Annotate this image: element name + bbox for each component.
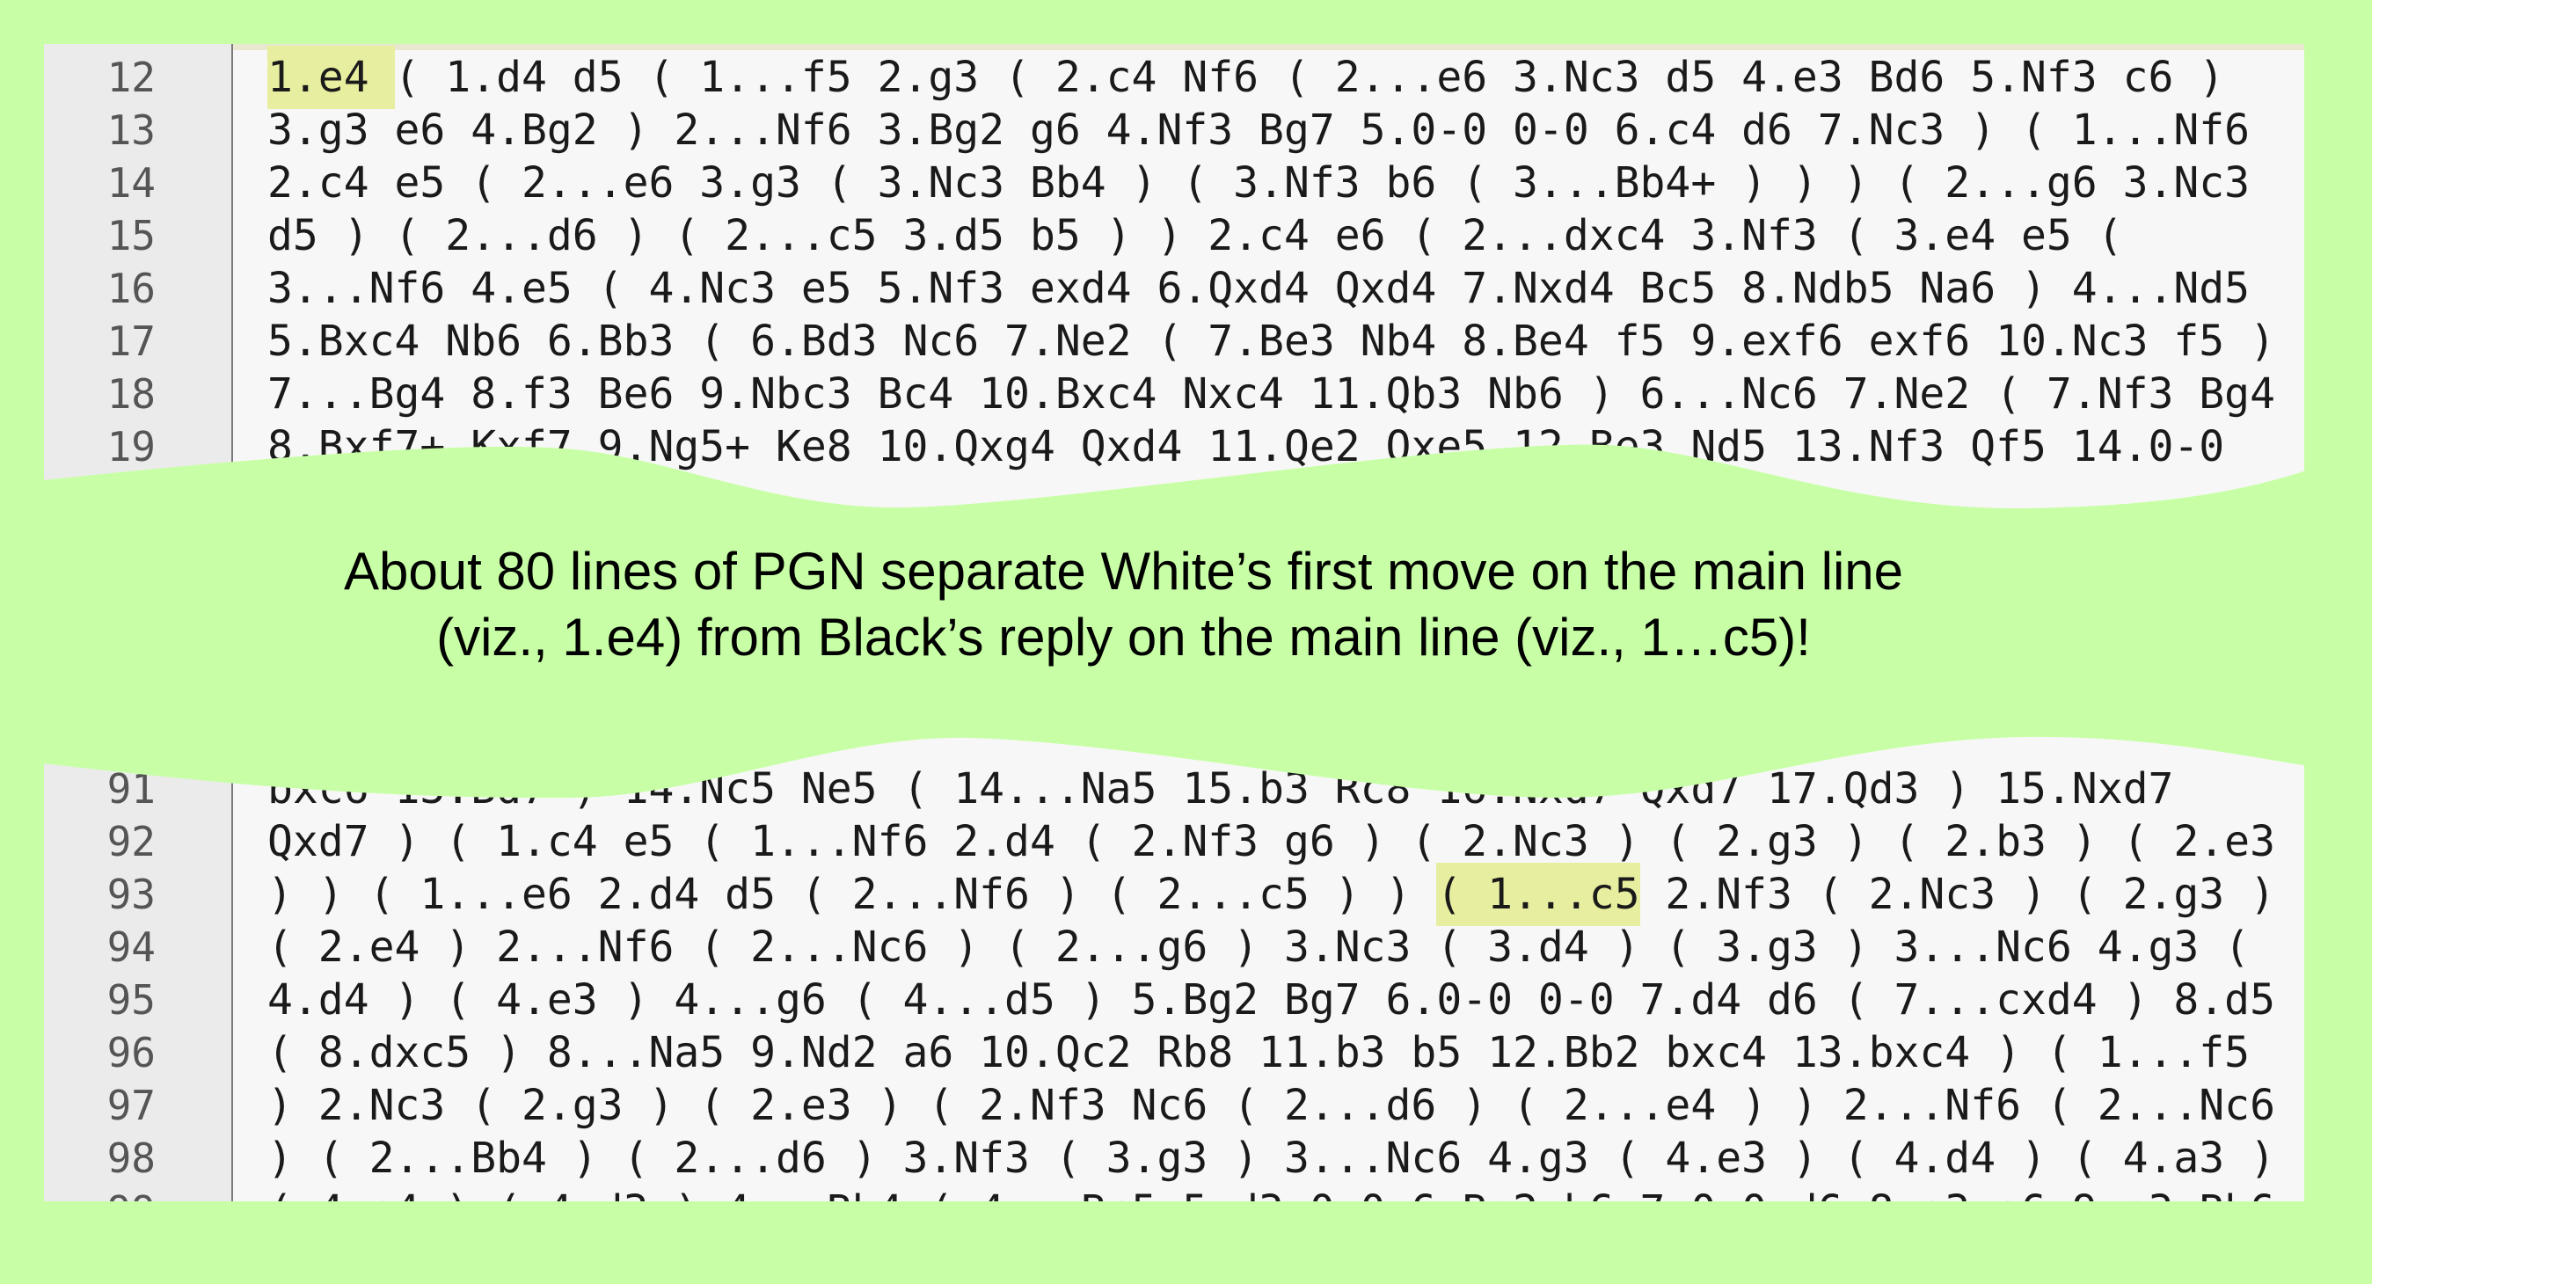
line-number: 13 bbox=[106, 106, 156, 154]
caption-line-2: (viz., 1.e4) from Black’s reply on the m… bbox=[436, 608, 1811, 667]
move-text: ) 2.Nc3 ( 2.g3 ) ( 2.e3 ) ( 2.Nf3 Nc6 ( … bbox=[267, 1081, 2275, 1130]
highlighted-move: ( 1...c5 bbox=[1436, 863, 1640, 926]
code-line[interactable]: 99 ( 4.e4 ) ( 4.d3 ) 4...Bb4 ( 4...Bc5 5.… bbox=[44, 1185, 2304, 1201]
move-text: Qxd7 ) ( 1.c4 e5 ( 1...Nf6 2.d4 ( 2.Nf3 … bbox=[267, 817, 2275, 866]
move-text: ) ( 2...Bb4 ) ( 2...d6 ) 3.Nf3 ( 3.g3 ) … bbox=[267, 1134, 2275, 1183]
wavy-cut-overlay bbox=[0, 0, 2372, 1284]
line-number: 12 bbox=[106, 54, 156, 101]
line-number: 18 bbox=[106, 370, 156, 418]
code-line[interactable]: 92 Qxd7 ) ( 1.c4 e5 ( 1...Nf6 2.d4 ( 2.Nf… bbox=[44, 815, 2304, 868]
line-number-gutter bbox=[44, 44, 233, 536]
code-line[interactable]: 17 5.Bxc4 Nb6 6.Bb3 ( 6.Bd3 Nc6 7.Ne2 ( 7… bbox=[44, 315, 2304, 368]
code-line[interactable]: 96 ( 8.dxc5 ) 8...Na5 9.Nd2 a6 10.Qc2 Rb8… bbox=[44, 1026, 2304, 1079]
move-text: ( 2.e4 ) 2...Nf6 ( 2...Nc6 ) ( 2...g6 ) … bbox=[267, 923, 2251, 972]
move-text: 4.d4 ) ( 4.e3 ) 4...g6 ( 4...d5 ) 5.Bg2 … bbox=[267, 975, 2275, 1025]
move-text: 2.c4 e5 ( 2...e6 3.g3 ( 3.Nc3 Bb4 ) ( 3.… bbox=[267, 158, 2251, 208]
code-text: 2.c4 e5 ( 2...e6 3.g3 ( 3.Nc3 Bb4 ) ( 3.… bbox=[267, 157, 2250, 209]
move-text: ( 1.d4 d5 ( 1...f5 2.g3 ( 2.c4 Nf6 ( 2..… bbox=[394, 53, 2225, 102]
code-text: 3.g3 e6 4.Bg2 ) 2...Nf6 3.Bg2 g6 4.Nf3 B… bbox=[267, 104, 2250, 157]
code-text: ( 2.e4 ) 2...Nf6 ( 2...Nc6 ) ( 2...g6 ) … bbox=[267, 921, 2250, 974]
move-text: 5.Bxc4 Nb6 6.Bb3 ( 6.Bd3 Nc6 7.Ne2 ( 7.B… bbox=[267, 317, 2275, 366]
code-text: ) 2.Nc3 ( 2.g3 ) ( 2.e3 ) ( 2.Nf3 Nc6 ( … bbox=[267, 1079, 2275, 1132]
wave-cut bbox=[26, 444, 2331, 799]
code-line[interactable]: 18 7...Bg4 8.f3 Be6 9.Nbc3 Bc4 10.Bxc4 Nx… bbox=[44, 368, 2304, 420]
code-text: 4.d4 ) ( 4.e3 ) 4...g6 ( 4...d5 ) 5.Bg2 … bbox=[267, 974, 2275, 1026]
line-number: 98 bbox=[106, 1134, 156, 1182]
code-text: ( 4.e4 ) ( 4.d3 ) 4...Bb4 ( 4...Bc5 5.d3… bbox=[267, 1185, 2275, 1201]
code-line[interactable]: 98 ) ( 2...Bb4 ) ( 2...d6 ) 3.Nf3 ( 3.g3 … bbox=[44, 1132, 2304, 1185]
line-number: 97 bbox=[106, 1082, 156, 1129]
caption: About 80 lines of PGN separate White’s f… bbox=[0, 538, 2247, 670]
code-text: 5.Bxc4 Nb6 6.Bb3 ( 6.Bd3 Nc6 7.Ne2 ( 7.B… bbox=[267, 315, 2275, 368]
line-number-gutter bbox=[44, 704, 233, 1201]
code-text: ) ( 2...Bb4 ) ( 2...d6 ) 3.Nf3 ( 3.g3 ) … bbox=[267, 1132, 2275, 1185]
line-number: 95 bbox=[106, 976, 156, 1024]
code-line[interactable]: 13 3.g3 e6 4.Bg2 ) 2...Nf6 3.Bg2 g6 4.Nf3… bbox=[44, 104, 2304, 157]
move-text: 2.Nf3 ( 2.Nc3 ) ( 2.g3 ) bbox=[1639, 870, 2275, 919]
code-line[interactable]: 16 3...Nf6 4.e5 ( 4.Nc3 e5 5.Nf3 exd4 6.Q… bbox=[44, 262, 2304, 315]
code-line[interactable]: 94 ( 2.e4 ) 2...Nf6 ( 2...Nc6 ) ( 2...g6 … bbox=[44, 921, 2304, 974]
line-number: 93 bbox=[106, 871, 156, 918]
line-number: 92 bbox=[106, 818, 156, 865]
move-text: ( 8.dxc5 ) 8...Na5 9.Nd2 a6 10.Qc2 Rb8 1… bbox=[267, 1028, 2251, 1077]
line-number: 96 bbox=[106, 1029, 156, 1076]
code-text: 1.e4 ( 1.d4 d5 ( 1...f5 2.g3 ( 2.c4 Nf6 … bbox=[267, 46, 2225, 109]
code-text: Qxd7 ) ( 1.c4 e5 ( 1...Nf6 2.d4 ( 2.Nf3 … bbox=[267, 815, 2275, 868]
code-text: 7...Bg4 8.f3 Be6 9.Nbc3 Bc4 10.Bxc4 Nxc4… bbox=[267, 368, 2275, 420]
code-text: ) ) ( 1...e6 2.d4 d5 ( 2...Nf6 ) ( 2...c… bbox=[267, 863, 2275, 926]
code-line[interactable]: 15 d5 ) ( 2...d6 ) ( 2...c5 3.d5 b5 ) ) 2… bbox=[44, 209, 2304, 262]
move-text: 3...Nf6 4.e5 ( 4.Nc3 e5 5.Nf3 exd4 6.Qxd… bbox=[267, 264, 2251, 313]
line-number: 99 bbox=[44, 1185, 156, 1201]
code-text: ( 8.dxc5 ) 8...Na5 9.Nd2 a6 10.Qc2 Rb8 1… bbox=[267, 1026, 2250, 1079]
code-line[interactable]: 12 1.e4 ( 1.d4 d5 ( 1...f5 2.g3 ( 2.c4 Nf… bbox=[44, 46, 2304, 109]
current-line-strip bbox=[233, 44, 2304, 50]
line-number: 14 bbox=[106, 159, 156, 207]
code-text: d5 ) ( 2...d6 ) ( 2...c5 3.d5 b5 ) ) 2.c… bbox=[267, 209, 2123, 262]
code-line[interactable]: 14 2.c4 e5 ( 2...e6 3.g3 ( 3.Nc3 Bb4 ) ( … bbox=[44, 157, 2304, 209]
move-text: d5 ) ( 2...d6 ) ( 2...c5 3.d5 b5 ) ) 2.c… bbox=[267, 211, 2123, 260]
code-line[interactable]: 93 ) ) ( 1...e6 2.d4 d5 ( 2...Nf6 ) ( 2..… bbox=[44, 863, 2304, 926]
code-text: 3...Nf6 4.e5 ( 4.Nc3 e5 5.Nf3 exd4 6.Qxd… bbox=[267, 262, 2250, 315]
line-number: 19 bbox=[106, 423, 156, 471]
code-line[interactable]: 95 4.d4 ) ( 4.e3 ) 4...g6 ( 4...d5 ) 5.Bg… bbox=[44, 974, 2304, 1026]
move-text: ( 4.e4 ) ( 4.d3 ) 4...Bb4 ( 4...Bc5 5.d3… bbox=[267, 1186, 2275, 1201]
line-number: 15 bbox=[106, 212, 156, 259]
code-line[interactable]: 97 ) 2.Nc3 ( 2.g3 ) ( 2.e3 ) ( 2.Nf3 Nc6 … bbox=[44, 1079, 2304, 1132]
move-text: ) ) ( 1...e6 2.d4 d5 ( 2...Nf6 ) ( 2...c… bbox=[267, 870, 1437, 919]
pgn-editor-top[interactable]: 12 1.e4 ( 1.d4 d5 ( 1...f5 2.g3 ( 2.c4 Nf… bbox=[44, 44, 2304, 536]
line-number: 16 bbox=[106, 265, 156, 312]
line-number: 17 bbox=[106, 317, 156, 365]
highlighted-move: 1.e4 bbox=[267, 46, 395, 109]
caption-line-1: About 80 lines of PGN separate White’s f… bbox=[343, 542, 1904, 601]
move-text: 3.g3 e6 4.Bg2 ) 2...Nf6 3.Bg2 g6 4.Nf3 B… bbox=[267, 106, 2251, 155]
move-text: 7...Bg4 8.f3 Be6 9.Nbc3 Bc4 10.Bxc4 Nxc4… bbox=[267, 369, 2275, 419]
line-number: 94 bbox=[106, 923, 156, 971]
